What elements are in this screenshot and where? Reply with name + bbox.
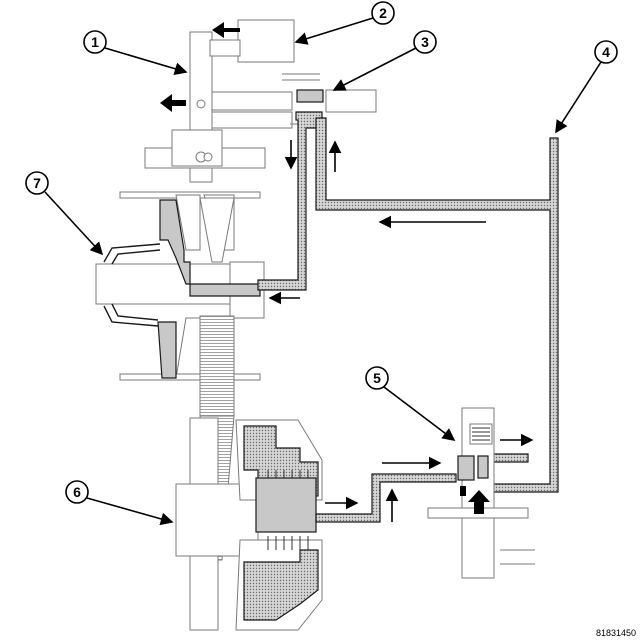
valve-body-assembly: [144, 19, 377, 183]
belt-upper-wedge: [199, 197, 235, 263]
callout-7: 7: [25, 171, 104, 256]
svg-text:1: 1: [91, 34, 99, 50]
secondary-pulley: [175, 417, 323, 631]
callout-3: 3: [332, 30, 437, 91]
svg-text:2: 2: [379, 5, 387, 21]
svg-text:4: 4: [602, 44, 610, 60]
hydraulic-lines: [257, 111, 559, 523]
callout-4: 4: [555, 40, 618, 134]
callout-1: 1: [83, 30, 188, 75]
flow-arrows-valve: [160, 22, 342, 172]
drive-belt: [199, 315, 235, 417]
svg-text:7: 7: [33, 175, 41, 191]
primary-pulley: [95, 191, 265, 381]
svg-text:3: 3: [421, 34, 429, 50]
figure-id: 81831450: [596, 628, 636, 638]
callout-2: 2: [294, 1, 395, 45]
svg-text:5: 5: [373, 370, 381, 386]
callout-6: 6: [65, 480, 174, 526]
svg-text:6: 6: [73, 484, 81, 500]
callout-5: 5: [365, 366, 456, 441]
flow-arrows-lines: [268, 215, 534, 522]
